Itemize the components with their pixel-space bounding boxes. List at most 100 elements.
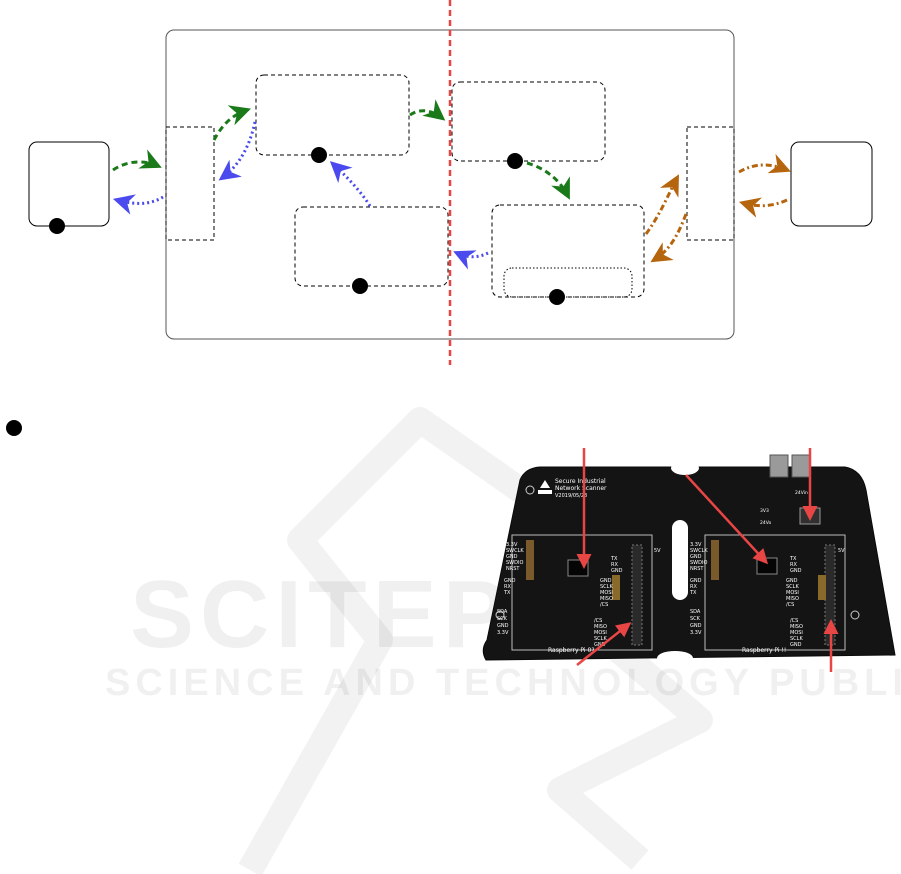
left-pi-outline [511,534,653,651]
left-txrx-label-2: GND [611,568,623,574]
left-spi2-label-2: MOSI [594,630,607,636]
right-uart-label-0: GND [690,578,702,584]
arrow-green-2 [212,105,251,141]
left-debug-header [526,540,534,580]
right-pi-outline [704,534,846,651]
right-spi-label-1: SCLK [786,584,799,590]
arrow-orange-4 [738,197,788,218]
left-spi2-label-4: GND [594,642,606,648]
right-uart-label-1: RX [690,584,697,590]
top-notch [671,461,699,475]
left-external-box [28,141,110,227]
right-i2c-label-1: SCK [690,616,701,622]
right-uart-label-2: TX [689,590,697,596]
arrow-orange-1 [644,174,679,235]
left-spi-label-1: SCLK [600,584,613,590]
right-spi2-label-4: GND [790,642,802,648]
left-header-label-2: GND [506,554,518,560]
right-spi-label-2: MOSI [786,590,799,596]
bottom-left-module-dot [352,278,368,294]
left-header-label-1: SWCLK [506,548,524,554]
pcb-version: V2019/05/23 [555,493,587,499]
right-header-label-4: NRST [690,566,704,572]
left-i2c-label-0: SDA [497,609,508,615]
top-left-module-dot [311,147,327,163]
voltage-label-5: 24Vin [795,490,808,496]
right-spi2-label-3: SCLK [790,636,803,642]
right-mcu-chip [756,557,778,575]
right-header-label-2: GND [690,554,702,560]
callout-arrow-2 [685,474,769,565]
left-i2c-label-2: GND [497,623,509,629]
pi-label-right: Raspberry Pi !! [742,647,786,654]
mount-hole-bl [495,610,505,620]
left-i2c-label-1: SCK [497,616,508,622]
right-header-label-3: SWDIO [690,560,707,566]
center-slot [672,520,688,600]
right-spi2-label-0: /CS [790,618,798,624]
voltage-label-3: 3V3 [760,508,769,514]
right-spi2-label-2: MOSI [790,630,803,636]
arrow-green-1 [112,149,162,172]
ethernet-port-2 [791,454,811,478]
bottom-right-submodule [503,267,633,298]
right-debug-header [711,540,719,580]
bottom-left-module [294,206,449,287]
top-right-module [451,81,606,162]
arrow-blue-4 [453,250,489,270]
arrow-orange-3 [738,153,791,174]
watermark-sub: SCIENCE AND TECHNOLOGY PUBLICATIONS [105,662,901,704]
left-header-pins [631,544,643,646]
right-spi-label-3: MISO [786,596,799,602]
arrow-green-4 [526,161,570,200]
pi-label-left: Raspberry Pi 0? [548,647,595,654]
left-jumpers [612,575,620,600]
left-header-label-0: 3.3V [506,542,518,548]
pcb-body [482,466,896,661]
right-txrx-label-0: TX [789,556,797,562]
arrow-blue-3 [329,161,372,207]
mount-hole-br [850,610,860,620]
left-header-label-4: NRST [506,566,520,572]
right-interface-box [686,126,735,241]
left-interface-box [165,126,215,241]
ethernet-port-1 [769,454,789,478]
right-i2c-label-2: GND [690,623,702,629]
arrow-green-3 [409,99,446,121]
left-spi-label-0: GND [600,578,612,584]
right-i2c-label-0: SDA [690,609,701,615]
pcb-logo-icon [538,480,552,494]
arrow-blue-2 [218,121,257,181]
voltage-label-4: 24Vo [760,520,771,526]
callout-arrow-4 [576,622,632,666]
left-spi-label-2: MOSI [600,590,613,596]
top-left-module [255,74,410,156]
left-spi2-label-0: /CS [594,618,602,624]
pcb-board: Secure Industrial Network Scanner V2019/… [482,454,896,665]
left-spi2-label-1: MISO [594,624,607,630]
left-spi2-label-3: SCLK [594,636,607,642]
right-header-label-1: SWCLK [690,548,708,554]
mount-hole-tl [525,485,535,495]
left-txrx-label-1: RX [611,562,618,568]
right-external-box [790,141,873,227]
bottom-right-module [491,204,645,298]
arrow-blue-1 [112,194,164,215]
left-uart-label-0: GND [504,578,516,584]
voltage-label-2: 5V [838,548,845,554]
left-i2c-label-3: 3.3V [497,630,509,636]
right-spi2-label-1: MISO [790,624,803,630]
right-txrx-label-2: GND [790,568,802,574]
left-txrx-label-0: TX [610,556,618,562]
